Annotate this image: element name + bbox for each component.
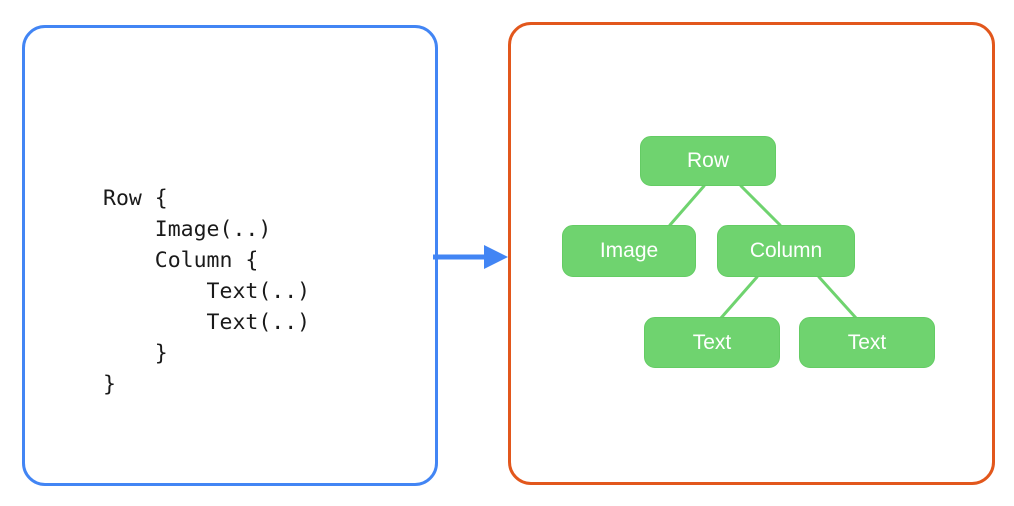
tree-node-label: Text [847,330,887,354]
tree-node-image[interactable]: Image [562,225,696,277]
edge-column-text2 [817,275,858,320]
edge-row-column [739,184,782,227]
tree-edges [668,184,858,320]
tree-node-label: Column [749,239,823,262]
transform-arrow-icon [433,245,508,269]
tree-node-label: Image [599,239,659,262]
tree-node-column[interactable]: Column [717,225,855,277]
edge-row-image [668,184,706,227]
tree-node-label: Row [686,149,729,172]
code-snippet: Row { Image(..) Column { Text(..) Text(.… [103,186,311,397]
edge-column-text1 [719,275,759,320]
tree-node-text-1[interactable]: Text [644,317,780,368]
tree-node-text-2[interactable]: Text [799,317,935,368]
tree-node-label: Text [692,330,732,354]
tree-node-row[interactable]: Row [640,136,776,186]
code-panel: Row { Image(..) Column { Text(..) Text(.… [22,25,438,486]
